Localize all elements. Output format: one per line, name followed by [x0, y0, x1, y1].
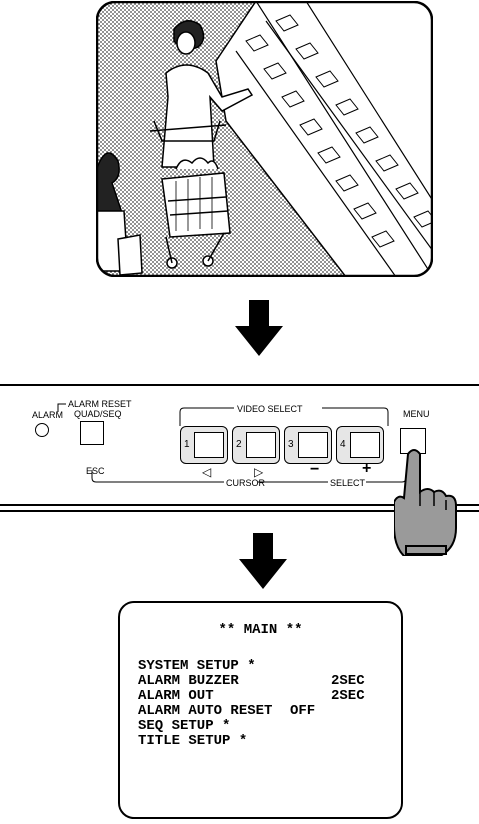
- osd-value: OFF: [290, 703, 316, 719]
- cursor-label: CURSOR: [226, 478, 266, 488]
- cursor-right-icon: ▷: [254, 465, 264, 479]
- plus-icon: +: [362, 460, 372, 477]
- down-arrow-icon: [235, 300, 283, 356]
- osd-value: 2SEC: [331, 673, 365, 689]
- button-number: 1: [184, 439, 190, 450]
- monitor-scene: [96, 1, 433, 277]
- panel-bottom-edge-2: [0, 510, 479, 512]
- osd-menu-item-system-setup: SYSTEM SETUP *: [138, 658, 256, 674]
- button-number: 3: [288, 439, 294, 450]
- alarm-reset-label: ALARM RESET: [68, 399, 132, 409]
- osd-menu-item-seq-setup: SEQ SETUP *: [138, 718, 231, 734]
- shopping-cart: [149, 124, 231, 269]
- menu-label: MENU: [403, 409, 430, 419]
- pointing-hand-icon: [394, 449, 457, 556]
- video-select-button-3[interactable]: 3: [284, 426, 332, 464]
- down-arrow-icon: [239, 533, 287, 589]
- customer-figure: [97, 152, 143, 276]
- shopper-figure: [153, 20, 254, 168]
- quad-seq-label: QUAD/SEQ: [74, 409, 122, 419]
- panel-top-edge: [0, 384, 479, 386]
- video-select-label: VIDEO SELECT: [237, 404, 303, 414]
- button-number: 2: [236, 439, 242, 450]
- cursor-left-icon: ◁: [202, 465, 212, 479]
- osd-title: ** MAIN **: [218, 622, 303, 638]
- osd-value: 2SEC: [331, 688, 365, 704]
- button-number: 4: [340, 439, 346, 450]
- select-label: SELECT: [330, 478, 366, 488]
- esc-label: ESC: [86, 466, 105, 476]
- quad-seq-button[interactable]: [80, 421, 104, 445]
- panel-bottom-edge: [0, 504, 479, 506]
- osd-menu-item-title-setup: TITLE SETUP *: [138, 733, 248, 749]
- alarm-label: ALARM: [32, 410, 64, 420]
- shelf-products: [245, 14, 432, 248]
- video-select-button-4[interactable]: 4: [336, 426, 384, 464]
- video-select-button-1[interactable]: 1: [180, 426, 228, 464]
- minus-icon: −: [310, 461, 320, 478]
- alarm-led: [35, 423, 49, 437]
- video-select-button-2[interactable]: 2: [232, 426, 280, 464]
